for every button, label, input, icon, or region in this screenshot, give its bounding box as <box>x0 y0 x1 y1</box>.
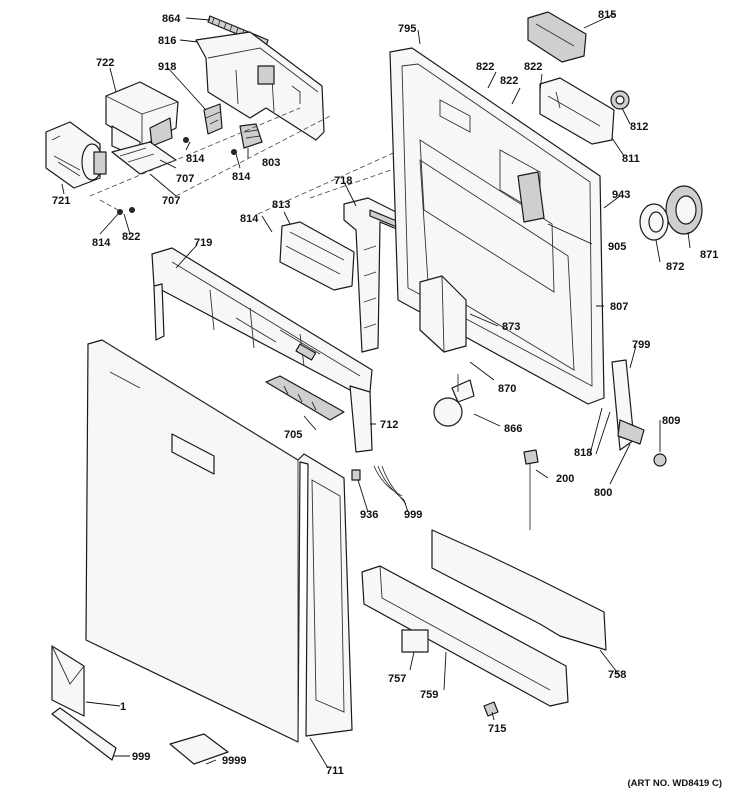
callout-864: 864 <box>162 13 181 25</box>
callout-866: 866 <box>504 423 522 435</box>
callout-719: 719 <box>194 237 212 249</box>
callout-818: 818 <box>574 447 592 459</box>
part-715-screw <box>483 701 499 717</box>
callout-712: 712 <box>380 419 398 431</box>
callout-715: 715 <box>488 723 506 735</box>
callout-814-d: 814 <box>240 213 259 225</box>
callout-905: 905 <box>608 241 626 253</box>
part-707-bracket <box>111 141 177 175</box>
callout-795: 795 <box>398 23 416 35</box>
callout-711: 711 <box>326 765 344 777</box>
callout-813: 813 <box>272 199 290 211</box>
callout-814-c: 814 <box>92 237 111 249</box>
callout-758: 758 <box>608 669 626 681</box>
part-815-vent-cap <box>527 11 587 63</box>
part-936-clip <box>351 469 361 481</box>
callout-943: 943 <box>612 189 630 201</box>
callout-200: 200 <box>556 473 574 485</box>
part-812-knob <box>610 90 630 110</box>
callout-822-d: 822 <box>524 61 542 73</box>
callout-807: 807 <box>610 301 628 313</box>
part-871-ring <box>665 185 703 235</box>
part-200-rod <box>523 449 539 530</box>
part-999-wire-harness <box>373 465 407 505</box>
part-712-side-trim <box>349 385 373 453</box>
part-9999-pouch <box>169 733 229 765</box>
callout-722: 722 <box>96 57 114 69</box>
callout-822-a: 822 <box>122 231 140 243</box>
callout-816: 816 <box>158 35 176 47</box>
part-809-bumper <box>653 453 667 467</box>
callout-721: 721 <box>52 195 70 207</box>
callout-809: 809 <box>662 415 680 427</box>
callout-812: 812 <box>630 121 648 133</box>
callout-799: 799 <box>632 339 650 351</box>
callout-800: 800 <box>594 487 612 499</box>
callout-705: 705 <box>284 429 302 441</box>
assembly-dash-lines-top <box>89 107 421 215</box>
callout-999-a: 999 <box>404 509 422 521</box>
part-800-hinge <box>611 359 645 451</box>
callout-9999: 9999 <box>222 755 246 767</box>
callout-707-a: 707 <box>176 173 194 185</box>
callout-822-c: 822 <box>500 75 518 87</box>
callout-918: 918 <box>158 61 176 73</box>
part-757-label <box>401 629 429 653</box>
callout-870: 870 <box>498 383 516 395</box>
part-722-housing <box>105 81 179 159</box>
part-873-dispenser <box>419 275 467 353</box>
callout-872: 872 <box>666 261 684 273</box>
part-711-outer-door <box>85 339 353 743</box>
callout-822-b: 822 <box>476 61 494 73</box>
part-816-bracket <box>195 31 325 141</box>
art-number: (ART NO. WD8419 C) <box>627 778 722 789</box>
part-705-button-pad <box>265 375 345 421</box>
callout-871: 871 <box>700 249 718 261</box>
part-905-latch <box>517 171 545 223</box>
leader-lines <box>61 13 691 769</box>
callout-759: 759 <box>420 689 438 701</box>
part-866-valve <box>433 374 475 427</box>
callout-814-b: 814 <box>232 171 251 183</box>
part-918-switch <box>203 103 223 135</box>
part-872-gasket-ring <box>639 203 669 241</box>
part-803-switch <box>239 123 263 149</box>
callout-1: 1 <box>120 701 126 713</box>
part-813-board <box>279 221 355 291</box>
callout-707-b: 707 <box>162 195 180 207</box>
callout-873: 873 <box>502 321 520 333</box>
part-721-motor <box>45 121 107 189</box>
callout-718: 718 <box>334 175 352 187</box>
screw-group-top-left <box>117 137 237 215</box>
callout-803: 803 <box>262 157 280 169</box>
callout-999-b: 999 <box>132 751 150 763</box>
callout-815: 815 <box>598 9 616 21</box>
callout-757: 757 <box>388 673 406 685</box>
part-811-vent <box>539 77 615 145</box>
part-999-label <box>51 707 117 761</box>
callout-936: 936 <box>360 509 378 521</box>
part-1-literature-envelope <box>51 645 85 717</box>
part-758-insulation <box>431 529 607 651</box>
callout-811: 811 <box>622 153 640 165</box>
callout-814-a: 814 <box>186 153 205 165</box>
part-759-kickplate <box>361 565 569 707</box>
